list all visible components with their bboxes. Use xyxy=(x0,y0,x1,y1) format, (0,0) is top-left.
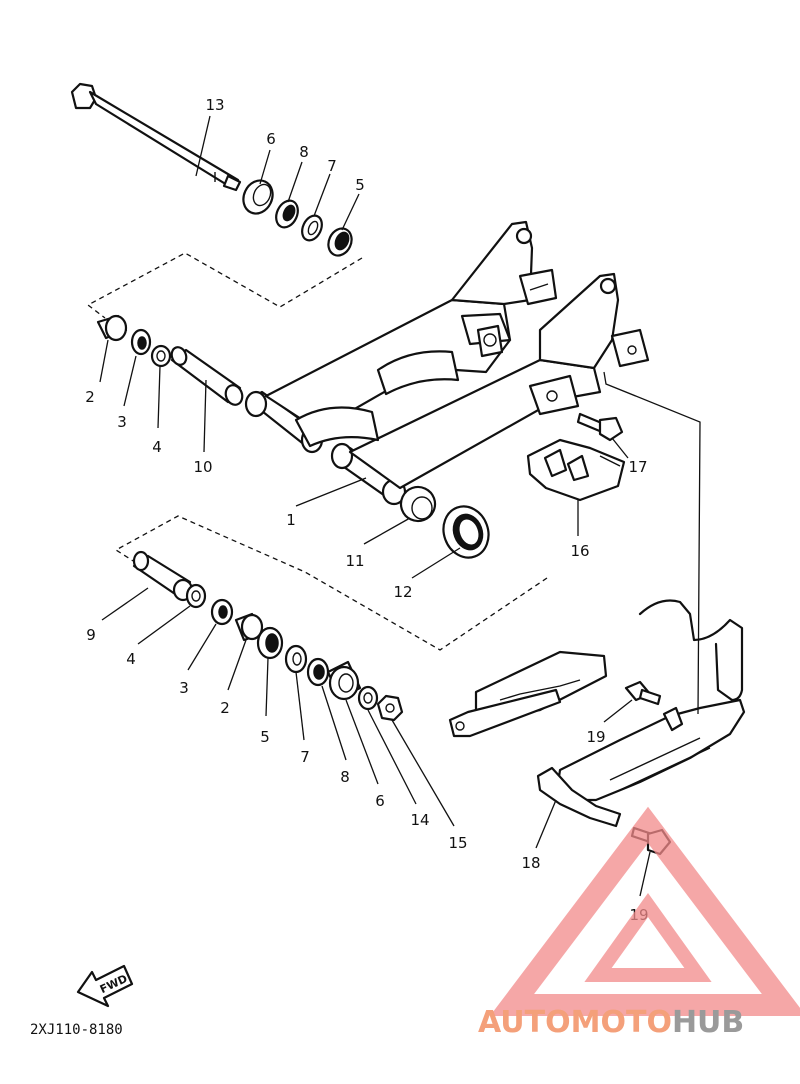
bearing-2-lower xyxy=(234,612,264,642)
callout-4-lower: 4 xyxy=(126,650,136,668)
callout-17: 17 xyxy=(628,458,647,476)
callout-8-lower: 8 xyxy=(340,768,350,786)
callout-labels: 13 6 8 7 5 2 3 4 10 1 11 12 16 17 9 4 3 … xyxy=(85,96,648,924)
guard-18 xyxy=(448,599,746,828)
nut-15 xyxy=(376,694,404,722)
collar-11 xyxy=(399,485,437,523)
oil-seal-3-lower xyxy=(210,598,234,626)
callout-8-upper: 8 xyxy=(299,143,309,161)
callout-14: 14 xyxy=(410,811,429,829)
callout-2-upper: 2 xyxy=(85,388,95,406)
seal-5-lower xyxy=(256,626,284,660)
callout-10: 10 xyxy=(193,458,212,476)
callout-5-lower: 5 xyxy=(260,728,270,746)
washer-7-upper xyxy=(301,214,323,242)
callout-15: 15 xyxy=(448,834,467,852)
leader-lines xyxy=(99,115,651,897)
callout-1: 1 xyxy=(286,511,296,529)
callout-5-upper: 5 xyxy=(355,176,365,194)
callout-12: 12 xyxy=(393,583,412,601)
washer-7-lower xyxy=(284,644,308,674)
callout-6-upper: 6 xyxy=(266,130,276,148)
thrust-washer-4-upper xyxy=(150,344,172,368)
watermark-text-part2: HUB xyxy=(672,1005,744,1040)
washer-8-lower xyxy=(306,657,330,687)
callout-9: 9 xyxy=(86,626,96,644)
callout-4-upper: 4 xyxy=(152,438,162,456)
collar-6-lower xyxy=(326,660,362,701)
seal-5-upper xyxy=(327,227,353,257)
forward-arrow-icon: FWD xyxy=(76,964,134,1008)
callout-19-upper: 19 xyxy=(586,728,605,746)
callout-2-lower: 2 xyxy=(220,699,230,717)
oil-seal-3-upper xyxy=(130,328,152,356)
rear-arm-swingarm xyxy=(244,220,650,506)
diagram-code: 2XJ110-8180 xyxy=(30,1022,123,1038)
collar-6-upper xyxy=(242,179,274,215)
callout-7-upper: 7 xyxy=(327,157,337,175)
bushing-9 xyxy=(132,550,194,602)
callout-6-lower: 6 xyxy=(375,792,385,810)
washer-14 xyxy=(357,685,379,711)
callout-3-lower: 3 xyxy=(179,679,189,697)
chain-seal-12 xyxy=(442,505,490,559)
chain-guide-16 xyxy=(526,438,626,502)
pivot-shaft xyxy=(70,82,242,192)
bearing-2-upper xyxy=(96,314,128,342)
watermark-text-part1: AUTOMOTO xyxy=(478,1005,672,1040)
thrust-washer-4-lower xyxy=(185,583,207,609)
bushing-10 xyxy=(170,346,244,406)
callout-3-upper: 3 xyxy=(117,413,127,431)
watermark-logo xyxy=(489,806,800,1016)
bolt-17 xyxy=(576,412,624,442)
callout-16: 16 xyxy=(570,542,589,560)
callout-18: 18 xyxy=(521,854,540,872)
washer-8-upper xyxy=(275,199,299,229)
callout-11: 11 xyxy=(345,552,364,570)
bolt-19-upper xyxy=(624,680,662,706)
watermark-text: AUTOMOTOHUB xyxy=(478,1005,744,1040)
callout-13: 13 xyxy=(205,96,224,114)
callout-7-lower: 7 xyxy=(300,748,310,766)
